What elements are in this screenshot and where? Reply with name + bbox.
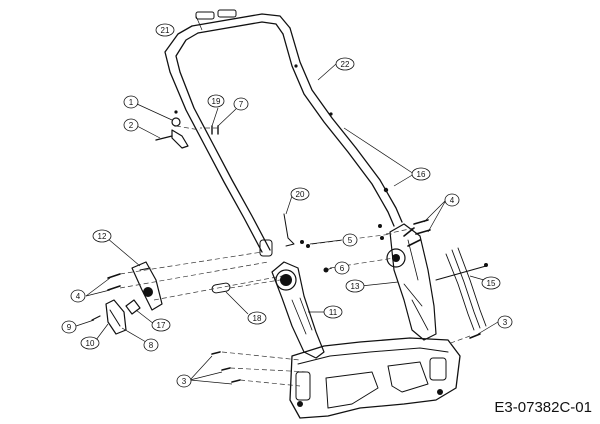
callout-18: 18 xyxy=(247,311,267,325)
callout-2: 2 xyxy=(123,118,139,132)
callout-7: 7 xyxy=(233,97,249,111)
handle-assembly xyxy=(164,13,403,257)
svg-text:6: 6 xyxy=(340,264,345,273)
svg-text:3: 3 xyxy=(182,377,187,386)
svg-text:20: 20 xyxy=(296,190,305,199)
callout-5: 5 xyxy=(342,233,358,247)
svg-text:9: 9 xyxy=(67,323,72,332)
callout-17: 17 xyxy=(151,318,171,332)
callout-21: 21 xyxy=(155,23,175,37)
svg-text:5: 5 xyxy=(348,236,353,245)
svg-text:4: 4 xyxy=(450,196,455,205)
callout-10: 10 xyxy=(80,336,100,350)
callout-12: 12 xyxy=(92,229,112,243)
svg-text:4: 4 xyxy=(76,292,81,301)
callout-13: 13 xyxy=(345,279,365,293)
callout-4-left: 4 xyxy=(70,289,86,303)
svg-text:10: 10 xyxy=(86,339,95,348)
callout-4-right: 4 xyxy=(444,193,460,207)
svg-text:11: 11 xyxy=(329,308,338,317)
svg-text:18: 18 xyxy=(253,314,262,323)
callout-20: 20 xyxy=(290,187,310,201)
callout-22: 22 xyxy=(335,57,355,71)
assembly-lines xyxy=(119,125,471,387)
callout-16: 16 xyxy=(411,167,431,181)
svg-text:16: 16 xyxy=(417,170,426,179)
svg-text:1: 1 xyxy=(129,98,134,107)
callout-15: 15 xyxy=(481,276,501,290)
lower-handle-left xyxy=(271,261,325,359)
callout-19: 19 xyxy=(207,94,225,108)
callouts: 21 22 1 2 19 7 16 20 4 12 5 6 13 15 4 11… xyxy=(61,23,513,388)
lower-handle-right xyxy=(386,223,437,341)
svg-text:13: 13 xyxy=(351,282,360,291)
svg-text:21: 21 xyxy=(161,26,170,35)
svg-text:7: 7 xyxy=(239,100,244,109)
callout-3-left: 3 xyxy=(176,374,192,388)
leader-lines xyxy=(75,15,499,385)
callout-11: 11 xyxy=(323,305,343,319)
cable xyxy=(435,247,488,331)
svg-text:22: 22 xyxy=(341,60,350,69)
handle-clamp xyxy=(131,261,163,311)
mower-deck-rear xyxy=(289,337,461,419)
svg-text:2: 2 xyxy=(129,121,134,130)
svg-text:8: 8 xyxy=(149,341,154,350)
svg-text:19: 19 xyxy=(212,97,221,106)
callout-6: 6 xyxy=(334,261,350,275)
svg-text:17: 17 xyxy=(157,321,166,330)
callout-1: 1 xyxy=(123,95,139,109)
callout-9: 9 xyxy=(61,320,77,334)
svg-text:12: 12 xyxy=(98,232,107,241)
small-parts xyxy=(91,9,481,383)
callout-8: 8 xyxy=(143,338,159,352)
callout-3-right: 3 xyxy=(497,315,513,329)
svg-text:15: 15 xyxy=(487,279,496,288)
drawing-number: E3-07382C-01 xyxy=(494,399,592,416)
svg-text:3: 3 xyxy=(503,318,508,327)
